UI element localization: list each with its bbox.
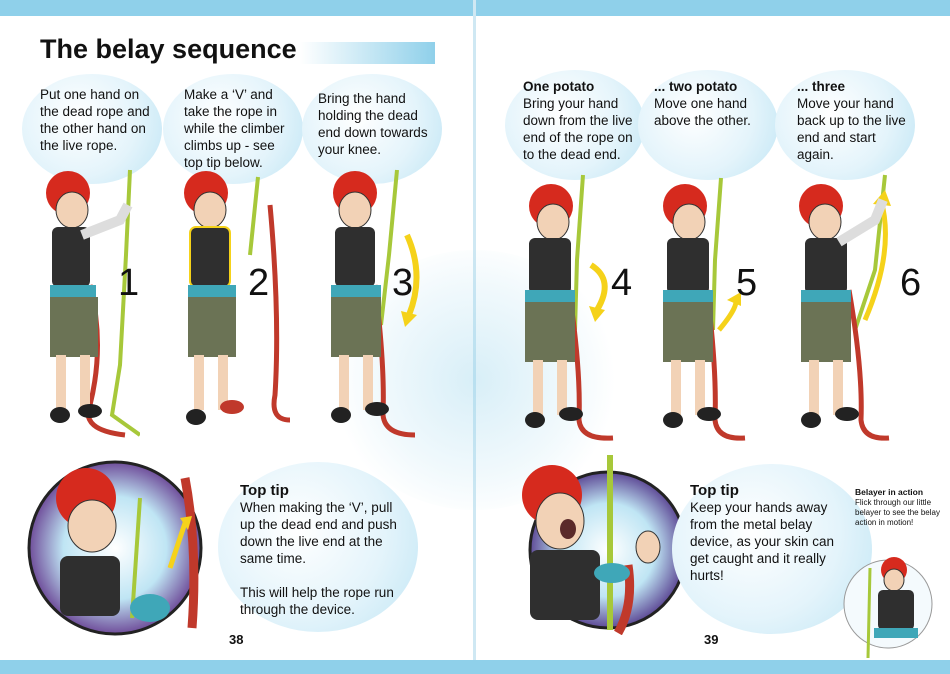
top-tip-text: When making the ‘V’, pull up the dead en…: [240, 500, 397, 566]
top-tip-illustration-right: [522, 455, 688, 635]
top-tip-heading: Top tip: [690, 482, 739, 499]
top-tip-text-2: This will help the rope run through the …: [240, 585, 394, 617]
belayer-figure-1: [46, 169, 140, 438]
belayer-figure-2: [184, 171, 290, 425]
step-bubble: [22, 74, 162, 184]
step-6-caption: ... three Move your hand back up to the …: [797, 78, 909, 163]
step-3-caption: Bring the hand holding the dead end down…: [318, 91, 428, 157]
step-bubble: [638, 70, 778, 180]
step-1-caption: Put one hand on the dead rope and the ot…: [40, 87, 150, 153]
page-number-right: 39: [704, 632, 719, 647]
step-bubble: [163, 74, 303, 184]
page-number-left: 38: [229, 632, 244, 647]
step-5-heading: ... two potato: [654, 79, 738, 94]
flipbook-belayer-illustration: [843, 557, 933, 659]
step-number-2: 2: [248, 262, 270, 304]
step-6-heading: ... three: [797, 79, 846, 94]
step-4-text: Bring your hand down from the live end o…: [523, 96, 633, 162]
step-number-1: 1: [118, 262, 140, 304]
flipbook-note: Belayer in action Flick through our litt…: [855, 487, 950, 528]
step-number-6: 6: [900, 262, 922, 304]
step-4-heading: One potato: [523, 79, 595, 94]
step-5-caption: ... two potato Move one hand above the o…: [654, 78, 766, 129]
step-bubble: [775, 70, 915, 180]
step-bubble: [505, 70, 645, 180]
step-4-caption: One potato Bring your hand down from the…: [523, 78, 641, 163]
page-title: The belay sequence: [40, 34, 297, 64]
step-2-caption: Make a ‘V’ and take the rope in while th…: [184, 87, 285, 170]
flipbook-text: Flick through our little belayer to see …: [855, 498, 940, 527]
bottom-color-band: [0, 660, 950, 674]
top-tip-left: Top tip When making the ‘V’, pull up the…: [240, 482, 410, 618]
step-number-3: 3: [392, 262, 414, 304]
tip-bubble: [218, 462, 418, 632]
belayer-figure-5: [663, 177, 746, 441]
belayer-figure-6: [799, 174, 891, 441]
top-tip-illustration-left: [27, 460, 203, 636]
step-number-5: 5: [736, 262, 758, 304]
flipbook-heading: Belayer in action: [855, 487, 924, 497]
step-number-4: 4: [611, 262, 633, 304]
page-gutter: [473, 0, 476, 674]
belayer-figure-3: [331, 169, 420, 438]
top-tip-right: Top tip Keep your hands away from the me…: [690, 482, 840, 584]
top-tip-text: Keep your hands away from the metal bela…: [690, 500, 835, 583]
step-5-text: Move one hand above the other.: [654, 96, 751, 128]
step-bubble: [302, 74, 442, 184]
belayer-figure-4: [525, 174, 614, 441]
top-tip-heading: Top tip: [240, 482, 289, 499]
step-6-text: Move your hand back up to the live end a…: [797, 96, 906, 162]
tip-bubble: [672, 464, 872, 634]
title-accent-bar: [300, 42, 435, 64]
